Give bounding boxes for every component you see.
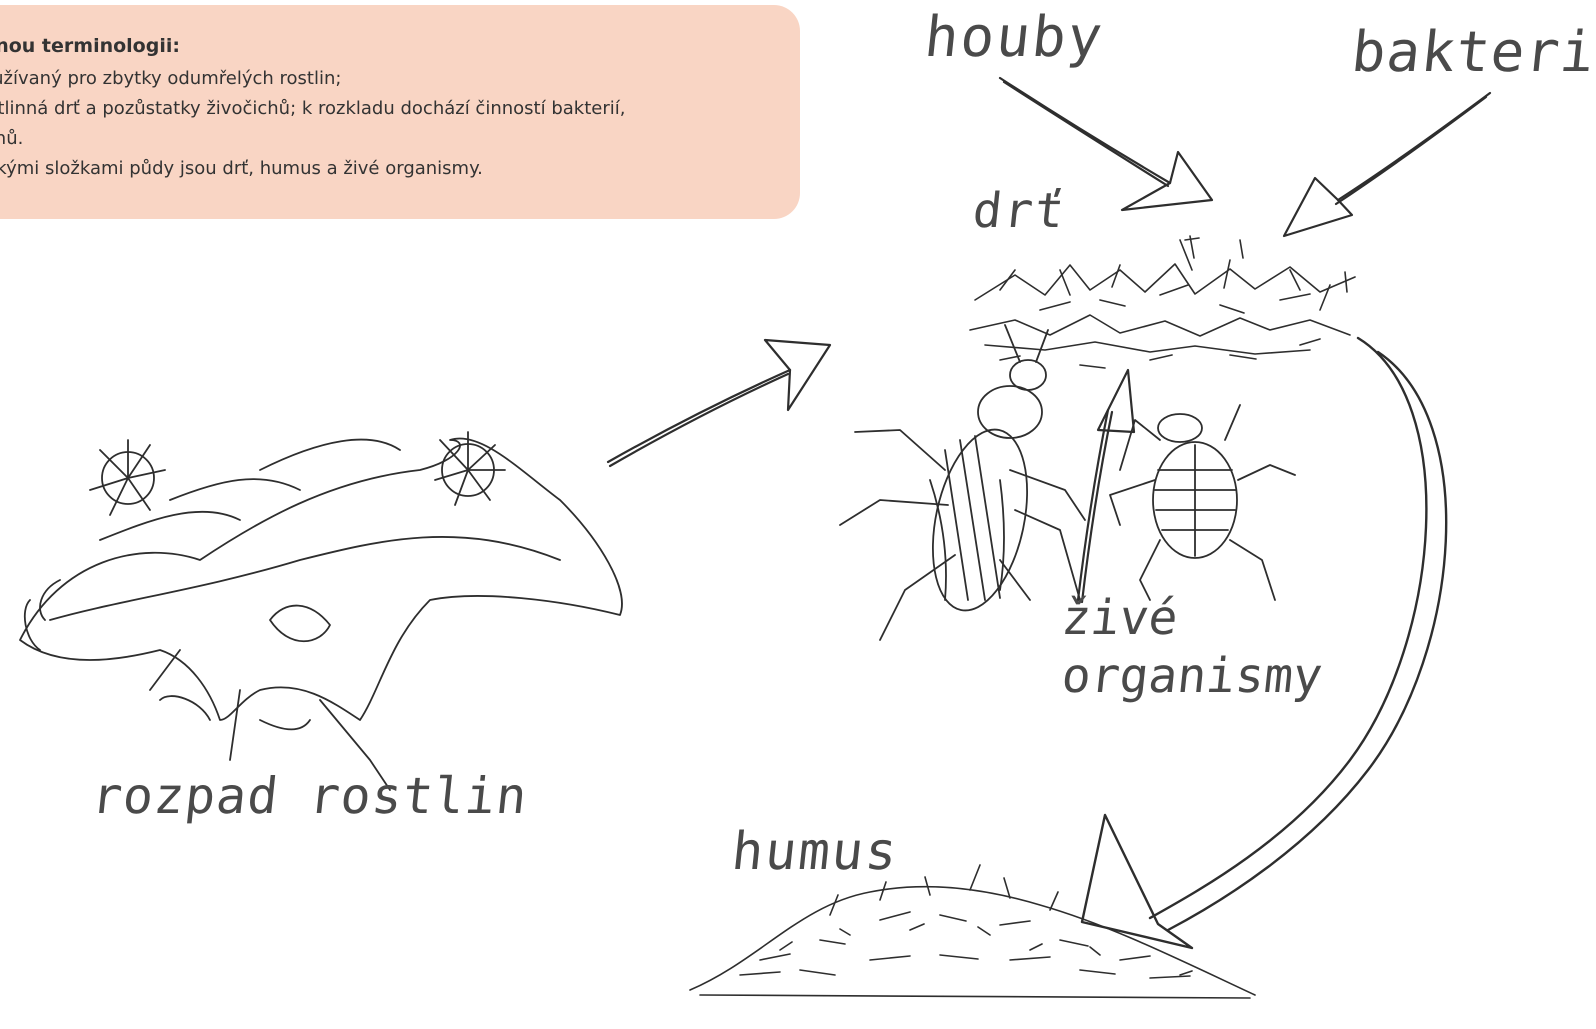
label-zive: živé (1059, 590, 1180, 646)
beetle-small-sketch (1110, 405, 1295, 600)
arrow-organisms-to-drt (1078, 370, 1134, 602)
drt-pile-sketch (970, 236, 1355, 368)
label-organismy: organismy (1059, 648, 1325, 704)
label-humus: humus (729, 822, 902, 882)
label-houby: houby (922, 5, 1107, 70)
label-bakterie: bakterie (1349, 20, 1596, 85)
arrow-bakterie-to-drt (1284, 93, 1490, 236)
beetle-large-sketch (840, 325, 1085, 640)
label-rozpad-rostlin: rozpad rostlin (89, 767, 531, 825)
plant-litter-sketch (20, 432, 622, 790)
arrow-plants-to-drt (608, 340, 830, 466)
label-drt: drť (970, 183, 1069, 239)
